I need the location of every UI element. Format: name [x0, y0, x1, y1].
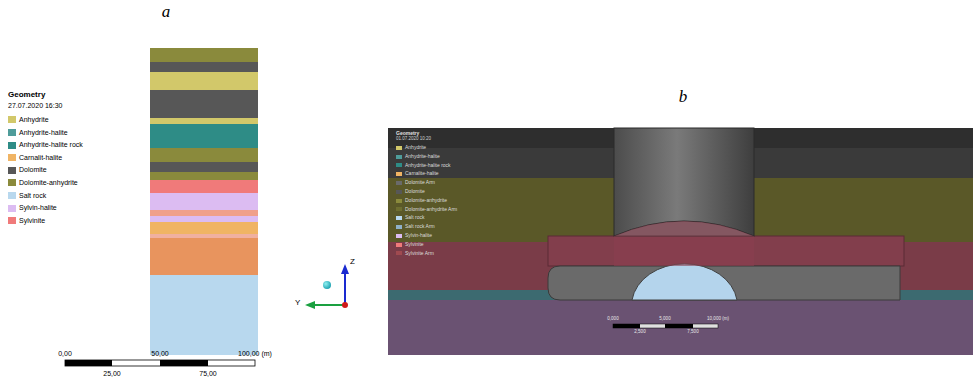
scale-value: 0,00: [58, 350, 72, 358]
legend-item: Sylvin-halite: [8, 204, 57, 212]
scale-value: 5,000: [659, 317, 670, 322]
scale-value: 2,500: [634, 330, 645, 335]
legend-item: Dolomite Arm: [396, 180, 435, 186]
legend-swatch: [8, 116, 16, 123]
legend-text: Sylvin-halite: [19, 204, 57, 212]
legend-item: Anhydrite-halite rock: [396, 163, 451, 169]
legend-text: Anhydrite-halite rock: [19, 141, 83, 149]
legend-item: Dolomite-anhydrite: [8, 179, 78, 187]
legend-text: Salt rock: [405, 215, 424, 221]
legend-swatch: [8, 217, 16, 224]
legend-text: Anhydrite-halite rock: [405, 163, 451, 169]
legend-title: Geometry: [396, 131, 419, 137]
panel-letter: a: [162, 3, 171, 22]
legend-item: Dolomite-anhydrite: [396, 198, 447, 204]
axis-label: Y: [295, 299, 300, 308]
legend-item: Carnalit-halite: [8, 154, 62, 162]
legend-swatch: [396, 172, 402, 176]
legend-text: Dolomite Arm: [405, 180, 435, 186]
legend-text: Anhydrite-halite: [19, 129, 68, 137]
legend-swatch: [396, 216, 402, 220]
legend-swatch: [396, 199, 402, 203]
legend-item: Dolomite: [396, 189, 425, 195]
legend-swatch: [396, 146, 402, 150]
legend-text: Carnalit-halite: [19, 154, 62, 162]
legend-item: Anhydrite-halite: [396, 154, 440, 160]
legend-swatch: [8, 179, 16, 186]
model-view: [388, 128, 973, 355]
legend-item: Dolomite-anhydrite Arm: [396, 207, 457, 213]
legend-swatch: [8, 192, 16, 199]
legend-item: Salt rock: [8, 192, 46, 200]
legend-text: Dolomite-anhydrite: [19, 179, 78, 187]
legend-text: Anhydrite: [19, 116, 49, 124]
scale-value: 10,000 (m): [707, 317, 729, 322]
legend-item: Sylvinite: [396, 242, 424, 248]
legend-swatch: [396, 155, 402, 159]
scale-value: 100,00 (m): [238, 350, 272, 358]
legend-text: Sylvinite: [405, 242, 424, 248]
legend-item: Salt rock Arm: [396, 224, 435, 230]
axis-label: Z: [350, 258, 355, 267]
scale-value: 7,500: [687, 330, 698, 335]
legend-swatch: [396, 225, 402, 229]
legend-item: Sylvin-halite: [396, 233, 432, 239]
legend-swatch: [396, 207, 402, 211]
legend-swatch: [8, 167, 16, 174]
legend-text: Dolomite-anhydrite Arm: [405, 207, 457, 213]
legend-swatch: [396, 181, 402, 185]
legend-text: Sylvin-halite: [405, 233, 432, 239]
strata-column: [150, 48, 258, 355]
legend-item: Anhydrite-halite: [8, 129, 68, 137]
legend-item: Anhydrite: [8, 116, 49, 124]
legend-item: Salt rock: [396, 215, 424, 221]
legend-item: Carnalite-halite: [396, 171, 439, 177]
scale-bar: [613, 324, 718, 328]
legend-item: Anhydrite: [396, 145, 426, 151]
legend-text: Dolomite-anhydrite: [405, 198, 447, 204]
legend-swatch: [8, 129, 16, 136]
scale-value: 0,000: [607, 317, 618, 322]
legend-swatch: [8, 154, 16, 161]
legend-text: Anhydrite: [405, 145, 426, 151]
legend-text: Salt rock: [19, 192, 46, 200]
legend-swatch: [396, 163, 402, 167]
legend-swatch: [396, 190, 402, 194]
scale-value: 75,00: [199, 370, 217, 378]
legend-text: Sylvinite Arm: [405, 251, 434, 257]
legend-text: Dolomite: [19, 166, 47, 174]
legend-swatch: [8, 142, 16, 149]
legend-item: Sylvinite Arm: [396, 251, 434, 257]
scale-bar: [65, 360, 255, 366]
legend-item: Dolomite: [8, 166, 47, 174]
legend-swatch: [396, 251, 402, 255]
axis-triad: [305, 264, 349, 309]
legend-date: 27.07.2020 16:30: [8, 102, 63, 110]
legend-text: Salt rock Arm: [405, 224, 435, 230]
scale-value: 25,00: [103, 370, 121, 378]
legend-swatch: [8, 205, 16, 212]
legend-title: Geometry: [8, 91, 45, 100]
legend-item: Sylvinite: [8, 217, 45, 225]
legend-swatch: [396, 234, 402, 238]
scale-value: 50,00: [151, 350, 169, 358]
legend-item: Anhydrite-halite rock: [8, 141, 83, 149]
legend-text: Carnalite-halite: [405, 171, 439, 177]
legend-swatch: [396, 243, 402, 247]
legend-date: 01.07.2020 10:20: [396, 137, 431, 142]
legend-text: Dolomite: [405, 189, 425, 195]
legend-text: Sylvinite: [19, 217, 45, 225]
panel-letter: b: [679, 88, 688, 107]
legend-text: Anhydrite-halite: [405, 154, 440, 160]
